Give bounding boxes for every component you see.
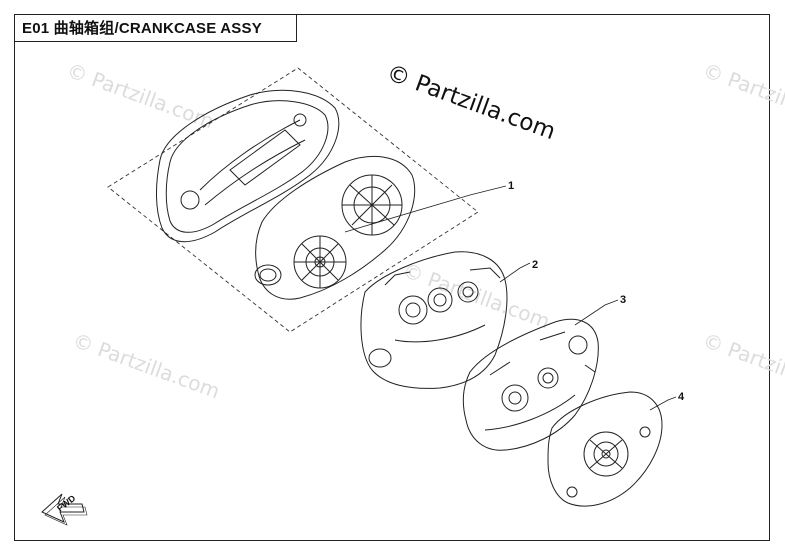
callout-2: 2: [532, 259, 538, 271]
leader-line-2: [499, 262, 531, 283]
leader-line-1: [344, 185, 507, 233]
callout-3: 3: [620, 294, 626, 306]
cvt-housing: [254, 155, 416, 300]
diagram-frame: [14, 14, 770, 541]
callout-1: 1: [508, 180, 514, 192]
leader-line-3: [574, 299, 619, 326]
title-box: E01 曲轴箱组/CRANKCASE ASSY: [14, 14, 297, 42]
page-title: E01 曲轴箱组/CRANKCASE ASSY: [22, 20, 262, 37]
fwd-arrow-icon: FWD: [41, 493, 88, 526]
crankcase-left: [360, 251, 508, 389]
callout-4: 4: [678, 391, 685, 403]
group-outline-part-1: [107, 67, 479, 333]
cvt-cover: [155, 89, 340, 243]
magneto-cover: [547, 391, 663, 507]
crankcase-right: [462, 318, 599, 451]
leader-line-4: [649, 396, 677, 411]
